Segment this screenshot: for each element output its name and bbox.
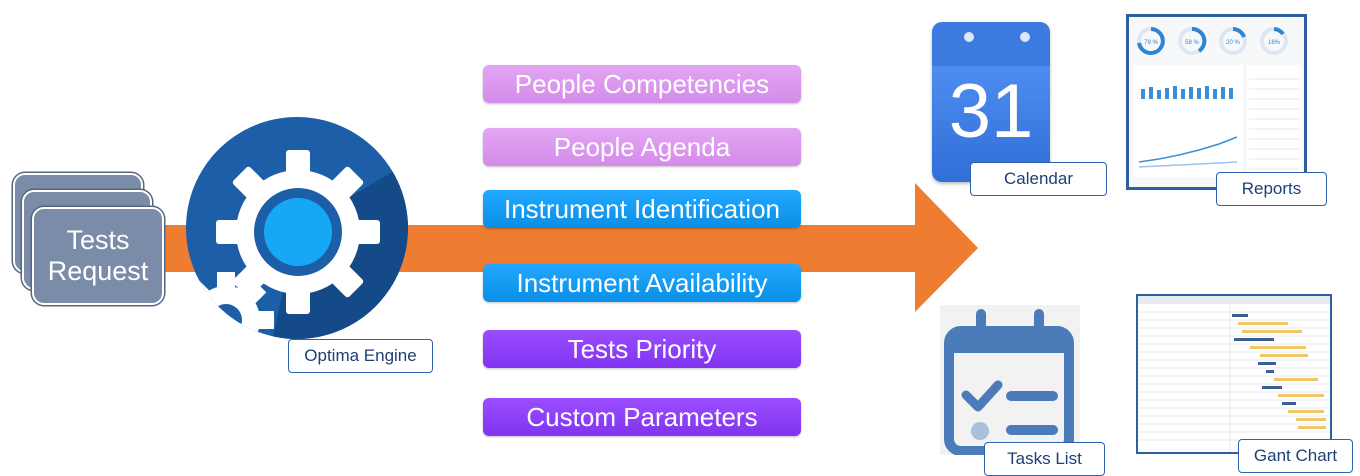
tasks-list-label: Tasks List xyxy=(984,442,1105,476)
tasks-list-icon xyxy=(940,305,1080,455)
calendar-ring-left xyxy=(964,32,974,42)
optima-engine-label: Optima Engine xyxy=(288,339,433,373)
engine-icon xyxy=(186,117,408,339)
calendar-ring-right xyxy=(1020,32,1030,42)
gauge-2: 58 % xyxy=(1185,40,1199,46)
tests-request-card: Tests Request xyxy=(32,207,164,305)
gauge-1: 79 % xyxy=(1144,40,1158,46)
gauge-4: 16% xyxy=(1268,40,1281,46)
factor-instrument-identification: Instrument Identification xyxy=(483,190,801,228)
factor-custom-parameters: Custom Parameters xyxy=(483,398,801,436)
tests-request-line2: Request xyxy=(47,256,149,286)
gauge-3: 20 % xyxy=(1226,40,1240,46)
factor-people-competencies: People Competencies xyxy=(483,65,801,103)
calendar-day: 31 xyxy=(948,69,1034,154)
gant-chart-label: Gant Chart xyxy=(1238,439,1353,473)
reports-thumbnail: 79 % 58 % 20 % 16% xyxy=(1126,14,1307,190)
factor-people-agenda: People Agenda xyxy=(483,128,801,166)
factor-instrument-availability: Instrument Availability xyxy=(483,264,801,302)
reports-label: Reports xyxy=(1216,172,1327,206)
calendar-header xyxy=(932,22,1050,66)
calendar-label: Calendar xyxy=(970,162,1107,196)
tests-request-line1: Tests xyxy=(66,224,130,255)
calendar-icon: 31 xyxy=(932,22,1050,182)
factor-tests-priority: Tests Priority xyxy=(483,330,801,368)
gantt-thumbnail xyxy=(1136,294,1332,454)
